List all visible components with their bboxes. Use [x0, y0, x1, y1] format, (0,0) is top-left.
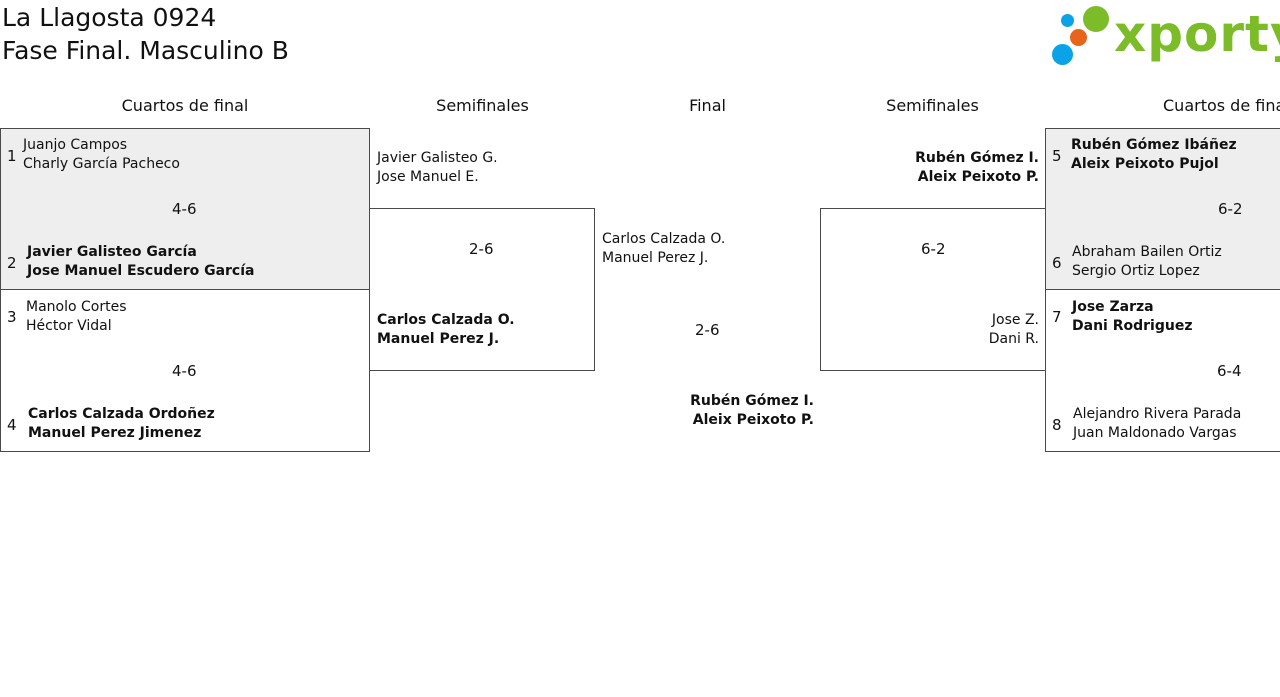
- logo-dot-blue: [1061, 14, 1074, 27]
- player-name: Carlos Calzada Ordoñez: [28, 406, 215, 422]
- pair-entry: Alejandro Rivera Parada Juan Maldonado V…: [1073, 405, 1241, 443]
- final-pair-entry: Carlos Calzada O. Manuel Perez J.: [602, 230, 725, 268]
- pair-entry-winner: Rubén Gómez Ibáñez Aleix Peixoto Pujol: [1071, 136, 1237, 174]
- pair-entry-winner: Jose Zarza Dani Rodriguez: [1072, 298, 1192, 336]
- pair-entry: Manolo Cortes Héctor Vidal: [26, 298, 127, 336]
- player-name: Dani R.: [988, 331, 1039, 347]
- seed-number: 3: [7, 308, 17, 326]
- seed-number: 7: [1052, 308, 1062, 326]
- pair-entry-winner: Carlos Calzada Ordoñez Manuel Perez Jime…: [28, 405, 215, 443]
- player-name: Sergio Ortiz Lopez: [1072, 263, 1200, 279]
- match-score: 6-4: [1217, 362, 1242, 380]
- logo-wordmark: xporty: [1114, 5, 1280, 63]
- player-name: Aleix Peixoto P.: [917, 169, 1039, 185]
- quarter-match-2[interactable]: 3 Manolo Cortes Héctor Vidal 4-6 4 Carlo…: [0, 289, 370, 452]
- player-name: Aleix Peixoto Pujol: [1071, 156, 1219, 172]
- phase-subtitle: Fase Final. Masculino B: [2, 36, 289, 65]
- pair-entry-winner: Javier Galisteo García Jose Manuel Escud…: [27, 243, 254, 281]
- logo-dot-blue-large: [1052, 44, 1073, 65]
- logo-dot-orange: [1070, 29, 1087, 46]
- player-name: Abraham Bailen Ortiz: [1072, 244, 1222, 260]
- seed-number: 5: [1052, 147, 1062, 165]
- player-name: Javier Galisteo García: [27, 244, 197, 260]
- player-name: Manuel Perez J.: [602, 250, 709, 266]
- player-name: Javier Galisteo G.: [377, 150, 498, 166]
- player-name: Carlos Calzada O.: [377, 312, 515, 328]
- col-head-right-semis: Semifinales: [886, 96, 979, 115]
- semi-pair-entry-winner: Carlos Calzada O. Manuel Perez J.: [377, 311, 515, 349]
- semi-match-right[interactable]: [820, 208, 1046, 371]
- player-name: Carlos Calzada O.: [602, 231, 726, 247]
- final-pair-entry-winner: Rubén Gómez I. Aleix Peixoto P.: [660, 392, 814, 430]
- semi-score-right: 6-2: [921, 240, 946, 258]
- final-score: 2-6: [695, 321, 720, 339]
- player-name: Alejandro Rivera Parada: [1073, 406, 1242, 422]
- seed-number: 6: [1052, 254, 1062, 272]
- logo-dot-green: [1083, 6, 1109, 32]
- semi-pair-entry-winner: Rubén Gómez I. Aleix Peixoto P.: [880, 149, 1039, 187]
- player-name: Juanjo Campos: [23, 137, 128, 153]
- col-head-final: Final: [689, 96, 726, 115]
- player-name: Rubén Gómez I.: [915, 150, 1039, 166]
- player-name: Jose Manuel E.: [377, 169, 479, 185]
- player-name: Aleix Peixoto P.: [692, 412, 814, 428]
- player-name: Manuel Perez Jimenez: [28, 425, 202, 441]
- player-name: Jose Manuel Escudero García: [27, 263, 255, 279]
- col-head-right-quarters: Cuartos de final: [1163, 96, 1280, 115]
- semi-pair-entry: Jose Z. Dani R.: [900, 311, 1039, 349]
- quarter-match-4[interactable]: 7 Jose Zarza Dani Rodriguez 6-4 8 Alejan…: [1045, 289, 1280, 452]
- seed-number: 4: [7, 416, 17, 434]
- col-head-left-quarters: Cuartos de final: [121, 96, 249, 115]
- match-score: 4-6: [172, 362, 197, 380]
- tournament-title: La Llagosta 0924: [2, 3, 217, 32]
- seed-number: 1: [7, 147, 17, 165]
- player-name: Manolo Cortes: [26, 299, 127, 315]
- player-name: Juan Maldonado Vargas: [1073, 425, 1237, 441]
- pair-entry: Abraham Bailen Ortiz Sergio Ortiz Lopez: [1072, 243, 1222, 281]
- player-name: Manuel Perez J.: [377, 331, 500, 347]
- player-name: Rubén Gómez Ibáñez: [1071, 137, 1237, 153]
- player-name: Jose Z.: [991, 312, 1039, 328]
- seed-number: 2: [7, 254, 17, 272]
- semi-pair-entry: Javier Galisteo G. Jose Manuel E.: [377, 149, 498, 187]
- semi-score-left: 2-6: [469, 240, 494, 258]
- match-score: 4-6: [172, 200, 197, 218]
- player-name: Charly García Pacheco: [23, 156, 180, 172]
- pair-entry: Juanjo Campos Charly García Pacheco: [23, 136, 180, 174]
- quarter-match-1[interactable]: 1 Juanjo Campos Charly García Pacheco 4-…: [0, 128, 370, 290]
- col-head-left-semis: Semifinales: [436, 96, 529, 115]
- player-name: Héctor Vidal: [26, 318, 112, 334]
- xporty-logo: xporty: [1052, 4, 1280, 68]
- quarter-match-3[interactable]: 5 Rubén Gómez Ibáñez Aleix Peixoto Pujol…: [1045, 128, 1280, 290]
- player-name: Dani Rodriguez: [1072, 318, 1193, 334]
- seed-number: 8: [1052, 416, 1062, 434]
- semi-match-left[interactable]: [369, 208, 595, 371]
- match-score: 6-2: [1218, 200, 1243, 218]
- player-name: Jose Zarza: [1072, 299, 1154, 315]
- player-name: Rubén Gómez I.: [690, 393, 814, 409]
